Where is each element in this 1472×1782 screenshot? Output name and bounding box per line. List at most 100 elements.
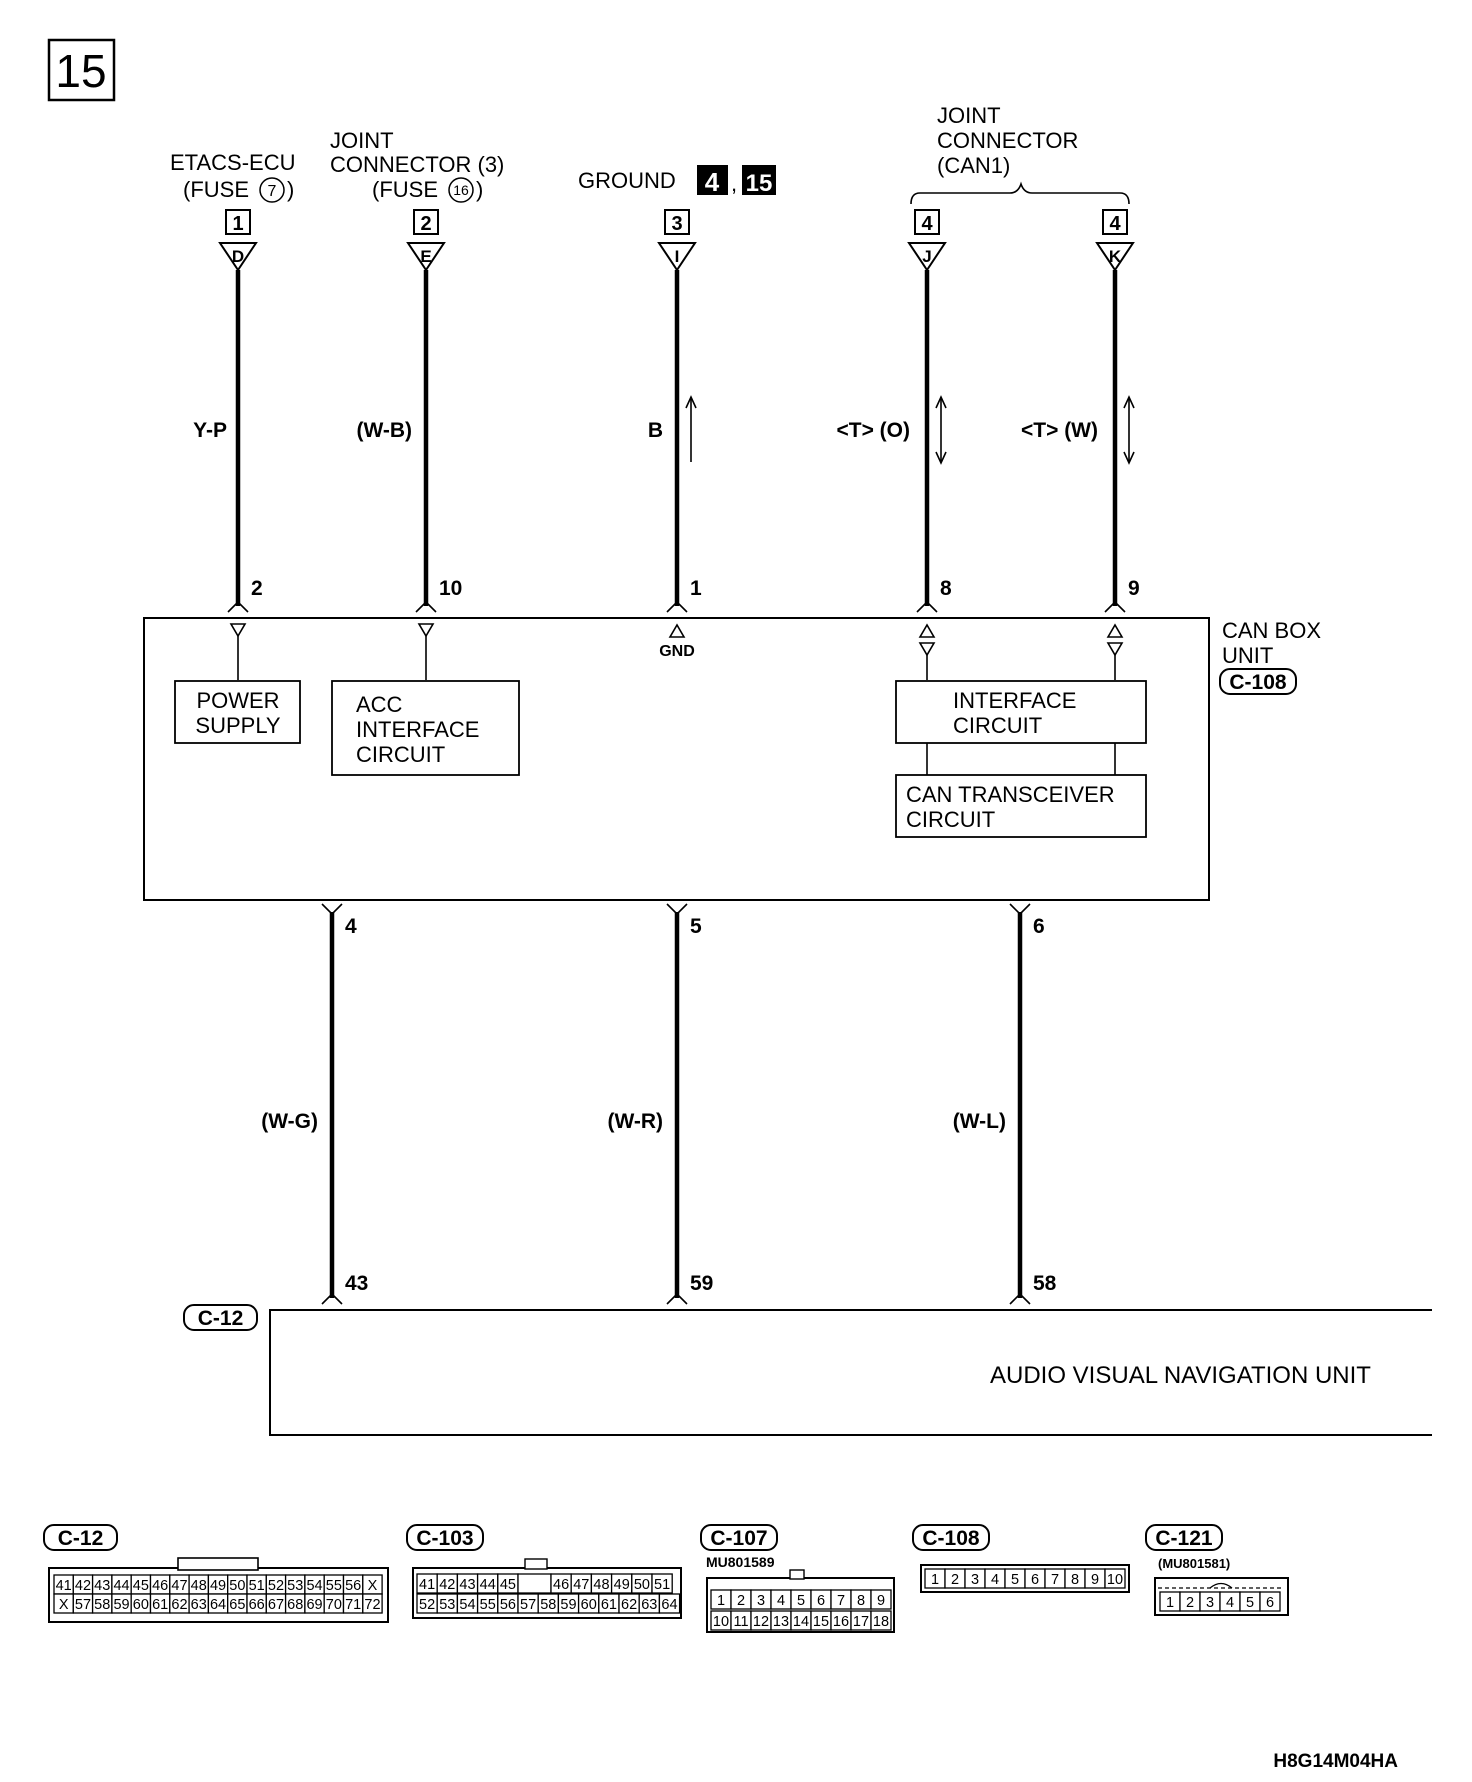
cavity-number: 53 — [439, 1597, 455, 1613]
cavity-number: 12 — [753, 1614, 769, 1630]
connector-badge-outline — [1219, 668, 1297, 695]
cavity-number: 67 — [268, 1597, 284, 1613]
ground-ref-1: 4 — [705, 167, 720, 197]
interface-circuit-line1: INTERFACE — [953, 688, 1076, 713]
connector-letter: D — [232, 247, 244, 266]
connector-badge-outline — [700, 1524, 778, 1551]
cavity-number: 49 — [210, 1578, 226, 1594]
cavity-number: 59 — [560, 1597, 576, 1613]
cavity-number: 66 — [249, 1597, 265, 1613]
cavity-number: 57 — [520, 1597, 536, 1613]
cavity-number: 4 — [1226, 1595, 1234, 1611]
pin-output-icon — [668, 623, 686, 638]
cavity-number: 60 — [581, 1597, 597, 1613]
top-connector-3: 3I — [657, 209, 697, 272]
cavity-number: 52 — [419, 1597, 435, 1613]
cavity-number: 58 — [94, 1597, 110, 1613]
c103-badge: C-103 — [406, 1524, 484, 1551]
cavity-number: 10 — [713, 1614, 729, 1630]
can1-brace — [910, 181, 1130, 205]
joint-connector-3-line2: CONNECTOR (3) — [330, 152, 504, 177]
cavity-number: 3 — [971, 1572, 979, 1588]
cavity-number: 61 — [152, 1597, 168, 1613]
connector-ref-box — [664, 209, 690, 235]
connector-ref-number: 3 — [671, 213, 682, 235]
cavity-number: 46 — [553, 1577, 569, 1593]
fuse-circle-icon — [448, 177, 474, 203]
pin-number: 8 — [940, 577, 952, 600]
connector-badge-label: C-103 — [416, 1527, 473, 1550]
pin-input-icon — [229, 623, 247, 638]
connector-ref-number: 1 — [232, 213, 243, 235]
cavity-number: 7 — [1051, 1572, 1059, 1588]
cavity-number: 56 — [500, 1597, 516, 1613]
cavity-number: 57 — [75, 1597, 91, 1613]
cavity-number: 4 — [777, 1593, 785, 1609]
connector-cavity — [658, 1593, 681, 1614]
c107-badge: C-107 — [700, 1524, 778, 1551]
upper-wire-1: Y-P2 — [193, 270, 263, 613]
bidirectional-arrow-icon — [935, 395, 947, 465]
ground-ref-badge — [697, 165, 728, 195]
cavity-number: 50 — [229, 1578, 245, 1594]
cavity-number: 61 — [601, 1597, 617, 1613]
cavity-number: 9 — [877, 1593, 885, 1609]
c107-part-number: MU801589 — [706, 1554, 775, 1570]
joint-connector-3-line1: JOINT — [330, 128, 394, 153]
cavity-number: 41 — [419, 1577, 435, 1593]
connector-lock — [177, 1557, 259, 1571]
cavity-number: 45 — [133, 1578, 149, 1594]
upper-wire-4: <T> (O)8 — [836, 270, 952, 613]
cavity-number: 3 — [757, 1593, 765, 1609]
cavity-number: 58 — [540, 1597, 556, 1613]
can1-line1: JOINT — [937, 103, 1001, 128]
pin-number: 59 — [690, 1272, 713, 1295]
top-connector-5: 4K — [1095, 209, 1135, 272]
bidirectional-arrow-icon — [1123, 395, 1135, 465]
c121-part-number: (MU801581) — [1158, 1556, 1230, 1571]
cavity-number: 65 — [229, 1597, 245, 1613]
cavity-number: 59 — [113, 1597, 129, 1613]
connector-badge-label: C-121 — [1155, 1527, 1213, 1550]
cavity-number: 5 — [1011, 1572, 1019, 1588]
pin-terminal-icon — [916, 600, 938, 613]
connector-letter: E — [420, 247, 431, 266]
connector-triangle-icon — [218, 242, 258, 272]
cavity-number: 1 — [717, 1593, 725, 1609]
cavity-number: 48 — [593, 1577, 609, 1593]
upper-wire-3: B1 — [648, 270, 702, 613]
connector-triangle-icon — [406, 242, 446, 272]
cavity-number: 52 — [268, 1578, 284, 1594]
connector-badge-outline — [406, 1524, 484, 1551]
cavity-number: 15 — [813, 1614, 829, 1630]
top-connector-4: 4J — [907, 209, 947, 272]
gnd-label: GND — [659, 643, 695, 660]
connector-badge-outline — [183, 1304, 258, 1331]
etacs-ecu-label: ETACS-ECU — [170, 150, 296, 175]
connector-triangle-icon — [1095, 242, 1135, 272]
cavity-number: 13 — [773, 1614, 789, 1630]
cavity-number: 16 — [833, 1614, 849, 1630]
pin-terminal-icon — [1104, 600, 1126, 613]
cavity-number: 42 — [75, 1578, 91, 1594]
cavity-number: 6 — [817, 1593, 825, 1609]
cavity-number: 2 — [1186, 1595, 1194, 1611]
connector-triangle-icon — [907, 242, 947, 272]
pin-terminal-icon — [321, 1292, 343, 1305]
connector-cavity — [870, 1589, 892, 1610]
cavity-number: 71 — [345, 1597, 361, 1613]
cavity-number: 62 — [621, 1597, 637, 1613]
ground-label: GROUND — [578, 168, 676, 193]
pin-number: 2 — [251, 577, 263, 600]
connector-cavity — [1104, 1568, 1126, 1589]
cavity-number: 41 — [56, 1578, 72, 1594]
cavity-number: 51 — [654, 1577, 670, 1593]
connector-ref-box — [914, 209, 940, 235]
connector-badge-outline — [43, 1524, 118, 1551]
power-supply-line2: SUPPLY — [195, 713, 281, 738]
